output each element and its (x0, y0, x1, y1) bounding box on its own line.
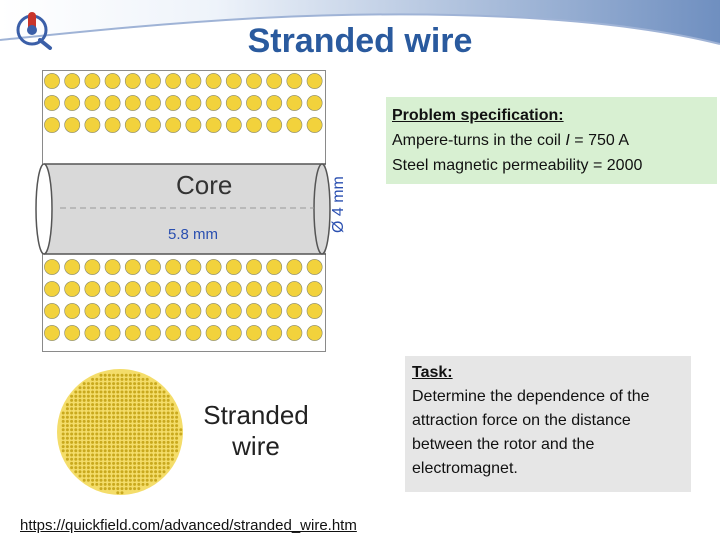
quickfield-logo-icon (16, 12, 52, 50)
task-box: Task: Determine the dependence of the at… (405, 356, 691, 492)
source-link[interactable]: https://quickfield.com/advanced/stranded… (20, 517, 357, 534)
stranded-wire-image (57, 369, 183, 495)
spec-heading: Problem specification: (392, 107, 564, 124)
page-title: Stranded wire (247, 22, 473, 60)
spec-line1-suffix: = 750 A (569, 132, 630, 149)
stranded-label-line2: wire (232, 431, 280, 461)
spec-line1-prefix: Ampere-turns in the coil (392, 132, 566, 149)
stranded-label-line1: Stranded (203, 400, 309, 430)
spec-line1-var: I (565, 132, 570, 149)
spec-line-ampere-turns: Ampere-turns in the coil I = 750 A (392, 128, 711, 153)
core-length-label: 5.8 mm (168, 226, 219, 243)
wire-grid (44, 73, 323, 341)
task-heading: Task: (412, 364, 453, 381)
core-cylinder (35, 163, 331, 255)
spec-line-permeability: Steel magnetic permeability = 2000 (392, 157, 643, 174)
task-body: Determine the dependence of the attracti… (412, 388, 650, 477)
problem-spec-box: Problem specification: Ampere-turns in t… (386, 97, 717, 184)
stranded-wire-label: Stranded wire (186, 400, 326, 462)
header-band (0, 0, 720, 45)
core-label: Core (176, 170, 233, 200)
core-diameter-label: Ø 4 mm (330, 176, 347, 233)
